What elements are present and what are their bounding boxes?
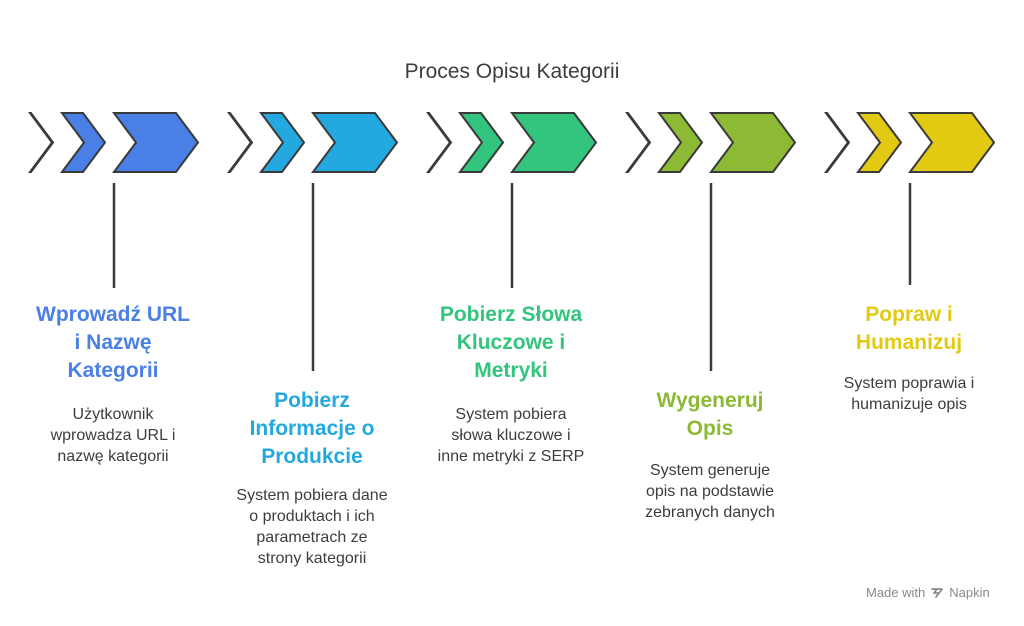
napkin-logo-icon: [930, 586, 944, 600]
made-with-napkin: Made with Napkin: [866, 585, 990, 600]
step-3-description: System pobiera słowa kluczowe i inne met…: [437, 406, 585, 465]
step-4-chevron-2: [657, 112, 704, 173]
made-with-label: Made with: [866, 585, 926, 600]
step-5-chevron-group: [824, 112, 996, 173]
step-5-title: Popraw i Humanizuj: [855, 303, 963, 354]
step-1-chevron-2: [60, 112, 107, 173]
step-3-chevron-1: [426, 112, 453, 173]
step-4-chevron-3: [709, 112, 797, 173]
step-1-chevron-group: [28, 112, 200, 173]
step-1-title: Wprowadź URL i Nazwę Kategorii: [36, 303, 190, 382]
step-2-chevron-3: [311, 112, 399, 173]
step-5-chevron-1: [824, 112, 851, 173]
step-1-chevron-1: [28, 112, 55, 173]
step-2-title: Pobierz Informacje o Produkcie: [249, 389, 375, 468]
step-1-chevron-3: [112, 112, 200, 173]
diagram-title: Proces Opisu Kategorii: [404, 60, 620, 83]
step-3-chevron-3: [510, 112, 598, 173]
step-2-chevron-1: [227, 112, 254, 173]
step-1-description: Użytkownik wprowadza URL i nazwę kategor…: [50, 406, 176, 465]
step-4-title: Wygeneruj Opis: [656, 389, 764, 440]
step-2-chevron-2: [259, 112, 306, 173]
step-3-title: Pobierz Słowa Kluczowe i Metryki: [439, 303, 583, 382]
step-2-description: System pobiera dane o produktach i ich p…: [236, 487, 388, 567]
step-5-chevron-2: [856, 112, 903, 173]
step-3-chevron-2: [458, 112, 505, 173]
step-4-chevron-group: [625, 112, 797, 173]
step-4-chevron-1: [625, 112, 652, 173]
step-4-description: System generuje opis na podstawie zebran…: [645, 462, 775, 521]
step-3-chevron-group: [426, 112, 598, 173]
step-5-description: System poprawia i humanizuje opis: [843, 375, 975, 413]
step-2-chevron-group: [227, 112, 399, 173]
step-5-chevron-3: [908, 112, 996, 173]
napkin-brand: Napkin: [949, 585, 990, 600]
